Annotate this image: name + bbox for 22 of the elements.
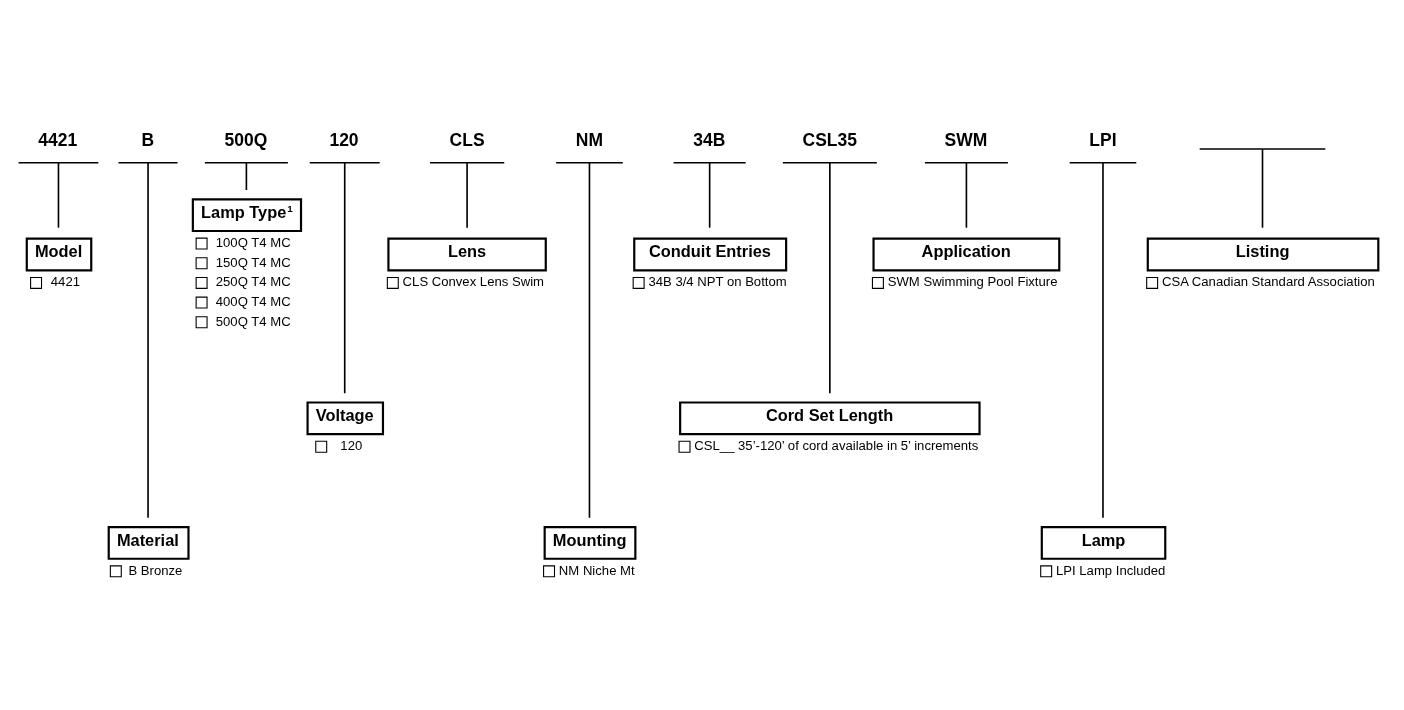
node-text: LPI: [1089, 130, 1117, 151]
node-text: CLS: [449, 130, 485, 151]
connector: [829, 162, 831, 395]
connector: [965, 161, 968, 229]
connector: [343, 162, 346, 395]
node-text: 120: [329, 130, 359, 151]
connector: [1102, 161, 1104, 519]
connector: [1261, 148, 1264, 229]
connector: [708, 161, 711, 229]
node-text: 4421: [38, 130, 78, 151]
node-text: 34B: [693, 130, 726, 151]
connector: [57, 161, 60, 229]
node-text: CSL35: [802, 130, 857, 151]
connector: [245, 162, 248, 191]
connector: [466, 161, 468, 229]
node-text: B: [141, 130, 155, 151]
node-text: 500Q: [224, 130, 268, 151]
connector: [147, 161, 149, 519]
node-bar: [1198, 148, 1327, 150]
connector: [588, 161, 591, 519]
node-text: NM: [575, 130, 603, 151]
node-text: SWM: [944, 130, 988, 151]
